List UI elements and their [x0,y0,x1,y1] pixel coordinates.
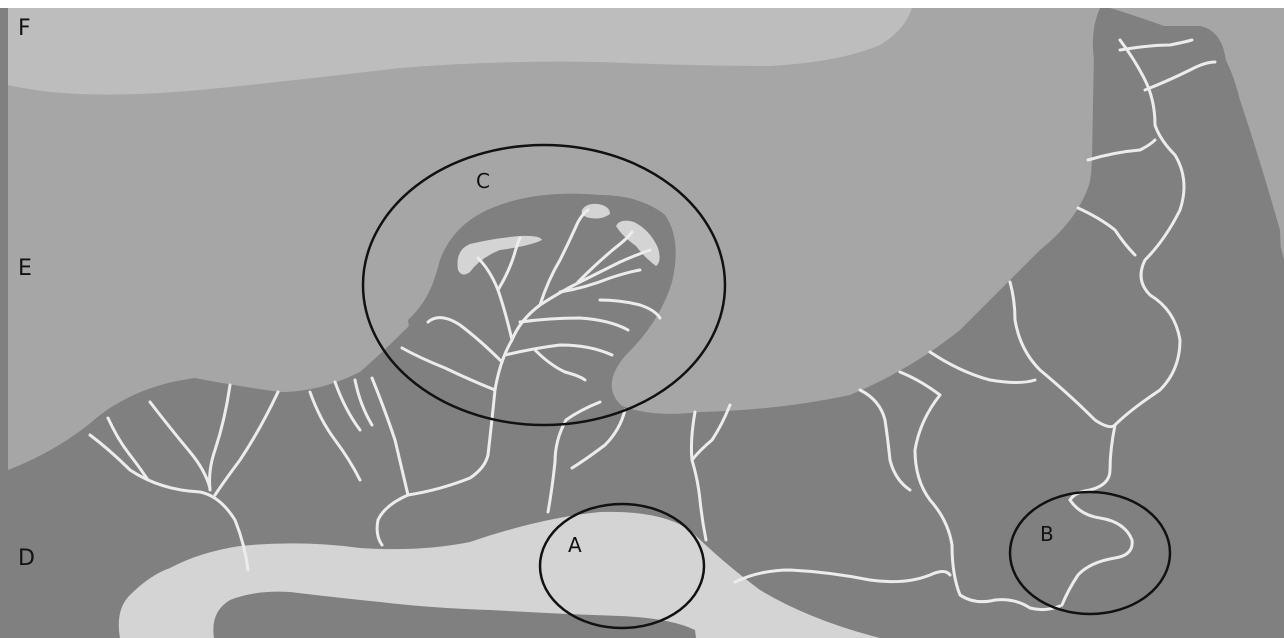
circle-a-label: A [568,535,582,555]
zone-d-label: D [18,548,35,570]
circle-c-label: C [476,171,490,191]
zone-f-label: F [18,18,31,40]
zone-e-label: E [18,258,32,280]
frame-top [0,0,1284,8]
circle-b-label: B [1040,524,1054,544]
